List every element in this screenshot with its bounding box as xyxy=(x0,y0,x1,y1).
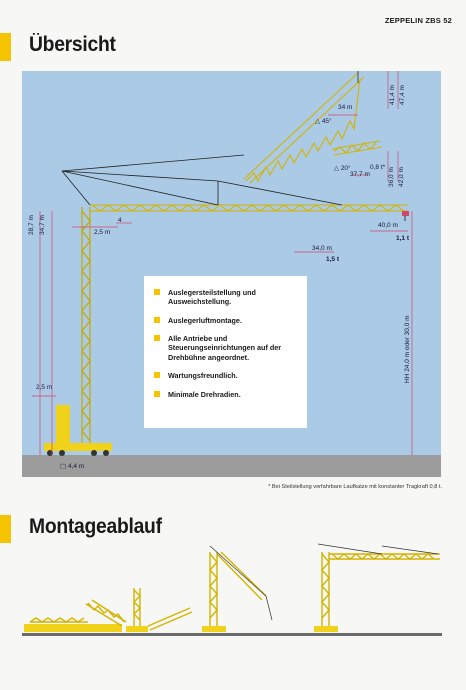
dim-height-1: 41,4 m xyxy=(389,85,396,105)
feature-text: Auslegerluftmontage. xyxy=(168,315,242,325)
crane-diagram: 41,4 m 47,4 m 34 m △ 45° △ 20° 0,8 t* 37… xyxy=(22,71,441,477)
feature-text: Minimale Drehradien. xyxy=(168,389,241,399)
wheels xyxy=(47,450,109,456)
feature-text: Wartungsfreundlich. xyxy=(168,371,238,381)
dim-height-6: 34,7 m xyxy=(39,215,46,235)
crane-drawing xyxy=(22,71,441,477)
section-marker-overview xyxy=(0,33,11,61)
dim-height-3: 36,0 m xyxy=(388,167,395,187)
dim-hook-height: HH 24,0 m oder 30,0 m xyxy=(404,315,411,383)
section-title-overview: Übersicht xyxy=(29,33,116,56)
dim-base-2-5: 2,5 m xyxy=(36,384,53,391)
dim-load-steep: 0,8 t* xyxy=(370,164,386,171)
footnote: * Bei Steilstellung verfahrbare Laufkatz… xyxy=(268,484,442,490)
crane-tower xyxy=(81,207,91,443)
dim-height-4: 42,0 m xyxy=(398,167,405,187)
assembly-ground xyxy=(22,633,442,636)
feature-text: Auslegersteilstellung und Ausweichstellu… xyxy=(168,288,256,307)
feature-item: Alle Antriebe und Steuerungseinrichtunge… xyxy=(154,334,299,362)
crane-base xyxy=(44,443,112,451)
assembly-sequence xyxy=(22,543,442,636)
bullet-square xyxy=(154,390,160,397)
dim-offset-2-5: 2,5 m xyxy=(94,229,111,236)
feature-item: Auslegerluftmontage. xyxy=(154,316,299,325)
assembly-step-5 xyxy=(314,543,440,632)
dim-load-1-1: 1,1 t xyxy=(396,235,410,242)
dim-height-5: 28,7 m xyxy=(28,215,35,235)
dim-radius-34: 34 m xyxy=(338,104,353,111)
feature-item: Auslegersteilstellung und Ausweichstellu… xyxy=(154,288,299,307)
inclined-jib xyxy=(331,140,383,156)
dim-angle-20-value: 20° xyxy=(340,165,351,172)
feature-item: Wartungsfreundlich. xyxy=(154,371,299,380)
feature-text: Alle Antriebe und Steuerungseinrichtunge… xyxy=(168,334,282,362)
hook-block xyxy=(402,211,409,216)
dim-load-1-5: 1,5 t xyxy=(326,256,340,263)
counter-ballast xyxy=(56,405,70,445)
feature-item: Minimale Drehradien. xyxy=(154,390,299,399)
assembly-step-3 xyxy=(126,588,193,632)
bullet-square xyxy=(154,335,160,342)
bullet-square xyxy=(154,316,160,323)
dim-segment-4: 4 xyxy=(118,217,122,224)
dim-width-4-4-value: 4,4 m xyxy=(67,463,85,470)
luffed-jib xyxy=(243,72,365,184)
dim-radius-34-0: 34,0 m xyxy=(312,245,332,252)
horizontal-jib xyxy=(90,204,408,212)
section-marker-assembly xyxy=(0,515,11,543)
bullet-square xyxy=(154,372,160,379)
tie-ropes xyxy=(61,154,343,206)
dim-height-2: 47,4 m xyxy=(399,85,406,105)
section-title-assembly: Montageablauf xyxy=(29,515,162,538)
dim-angle-45-value: 45° xyxy=(321,118,332,125)
dim-angle-45: △ 45° xyxy=(315,118,332,125)
assembly-step-1 xyxy=(24,617,94,632)
dim-angle-20: △ 20° xyxy=(334,165,351,172)
dimension-lines xyxy=(32,71,413,455)
dim-radius-37: 37,7 m xyxy=(350,171,370,178)
dim-width-4-4: ▢ 4,4 m xyxy=(60,463,85,470)
ground xyxy=(22,455,441,477)
bullet-square xyxy=(154,289,160,295)
assembly-step-2 xyxy=(82,599,127,632)
features-box: Auslegersteilstellung und Ausweichstellu… xyxy=(144,276,307,428)
header-brand: ZEPPELIN ZBS 52 xyxy=(384,16,452,25)
assembly-step-4 xyxy=(202,545,273,632)
dim-radius-40: 40,0 m xyxy=(378,222,398,229)
